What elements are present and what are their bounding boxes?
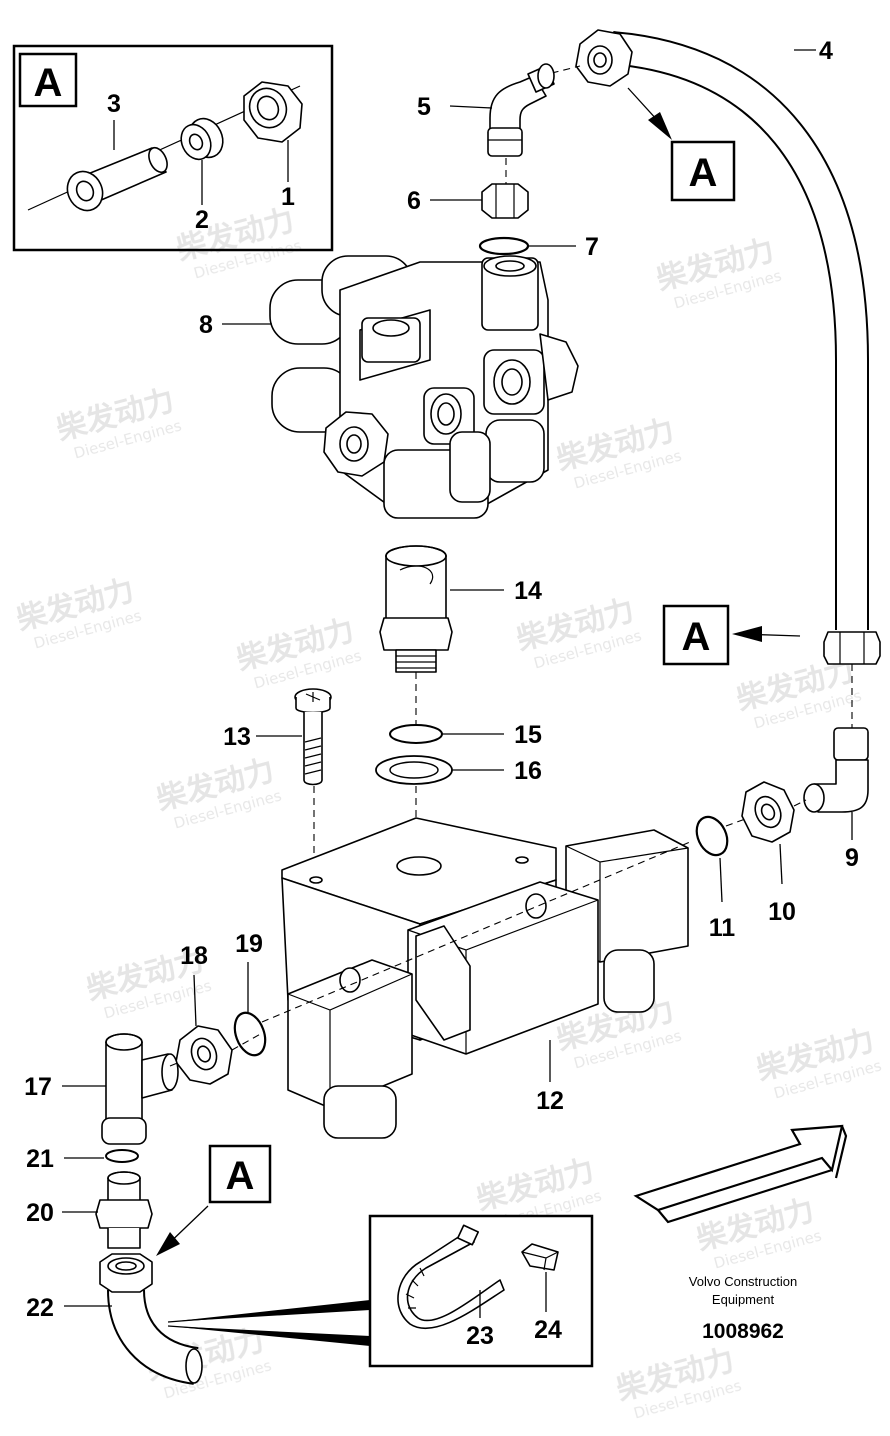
part-6-nut [481, 183, 529, 219]
callout-17: 17 [24, 1073, 52, 1101]
part-20-adapter [95, 1171, 153, 1249]
callout-8: 8 [199, 311, 213, 339]
watermark: 柴发动力 Diesel-Engines [233, 613, 364, 693]
detail-a-reference-mid: A [662, 604, 801, 666]
part-12-solenoid-valve [261, 817, 691, 1139]
callout-10: 10 [768, 898, 796, 926]
part-19-o-ring [233, 1011, 267, 1057]
watermark: 柴发动力 Diesel-Engines [173, 203, 304, 283]
part-7-o-ring [478, 236, 530, 256]
callout-16: 16 [514, 757, 542, 785]
part-23-cable-tie [397, 1224, 505, 1330]
credit-line-2: Equipment [712, 1292, 775, 1307]
callout-11: 11 [709, 914, 736, 942]
direction-arrow [633, 1124, 848, 1224]
part-13-screw [294, 688, 332, 786]
callout-24: 24 [534, 1316, 562, 1344]
callout-12: 12 [536, 1087, 564, 1115]
document-number: 1008962 [702, 1320, 784, 1343]
part-24-clip [521, 1243, 559, 1271]
watermark: 柴发动力 Diesel-Engines [613, 1343, 744, 1423]
part-21-o-ring [105, 1149, 139, 1163]
watermark: 柴发动力 Diesel-Engines [153, 753, 284, 833]
part-18-nut [175, 1025, 233, 1085]
part-2-olive [180, 117, 224, 161]
callout-4: 4 [819, 37, 833, 65]
part-22-hose-end [99, 1253, 203, 1385]
part-3-sleeve-tube [66, 146, 168, 212]
detail-tag: A [689, 151, 718, 195]
callout-14: 14 [514, 577, 542, 605]
watermark: 柴发动力 Diesel-Engines [753, 1023, 884, 1103]
detail-tag: A [226, 1154, 255, 1198]
detail-tag: A [682, 615, 711, 659]
callout-19: 19 [235, 930, 263, 958]
part-16-washer [375, 755, 453, 785]
watermark: 柴发动力 Diesel-Engines [553, 413, 684, 493]
watermark: 柴发动力 Diesel-Engines [693, 1193, 824, 1273]
callout-2: 2 [195, 206, 209, 234]
callout-21: 21 [26, 1145, 54, 1173]
watermark: 柴发动力 Diesel-Engines [653, 233, 784, 313]
part-15-o-ring [389, 724, 443, 744]
part-5-elbow-fitting [487, 63, 555, 157]
callout-6: 6 [407, 187, 421, 215]
part-1-nut [243, 81, 303, 143]
callout-22: 22 [26, 1294, 54, 1322]
callout-7: 7 [585, 233, 599, 261]
detail-a-box: A 3 2 1 [12, 44, 334, 252]
part-8-valve-block [269, 255, 579, 519]
callout-18: 18 [180, 942, 208, 970]
callout-5: 5 [417, 93, 431, 121]
callout-9: 9 [845, 844, 859, 872]
part-9-elbow-fitting [803, 727, 869, 813]
callout-20: 20 [26, 1199, 54, 1227]
part-11-o-ring [695, 815, 729, 857]
callout-3: 3 [107, 90, 121, 118]
part-10-nut [741, 781, 795, 843]
credit-line-1: Volvo Construction [689, 1274, 797, 1289]
watermark: 柴发动力 Diesel-Engines [13, 573, 144, 653]
detail-a-reference-bottom: A [156, 1144, 272, 1256]
detail-tag: A [34, 61, 63, 105]
callout-1: 1 [281, 183, 295, 211]
watermark: 柴发动力 Diesel-Engines [733, 653, 864, 733]
callout-15: 15 [514, 721, 542, 749]
watermark: 柴发动力 Diesel-Engines [53, 383, 184, 463]
callout-13: 13 [223, 723, 251, 751]
detail-a-reference-top: A [627, 87, 736, 202]
callout-23: 23 [466, 1322, 494, 1350]
part-17-tee-fitting [101, 1033, 179, 1145]
part-14-cartridge [379, 545, 453, 673]
part-4-hose [575, 29, 881, 665]
detail-box-accessories: 23 24 [167, 1214, 594, 1368]
